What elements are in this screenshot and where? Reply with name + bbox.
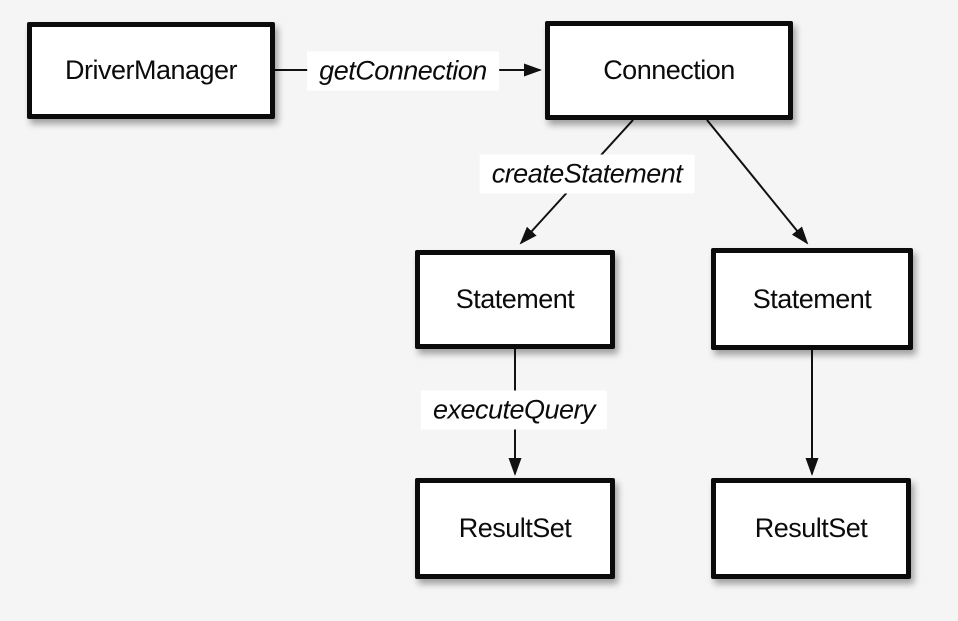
edge-label-getconnection: getConnection: [307, 51, 499, 91]
node-statement-right: Statement: [711, 248, 913, 350]
node-statement-left-label: Statement: [455, 284, 575, 314]
node-statement-left: Statement: [415, 250, 615, 349]
node-drivermanager: DriverManager: [27, 22, 275, 119]
node-connection: Connection: [545, 21, 793, 120]
node-connection-label: Connection: [603, 55, 735, 85]
node-drivermanager-label: DriverManager: [64, 55, 238, 85]
node-resultset-left: ResultSet: [415, 478, 615, 579]
node-resultset-right-label: ResultSet: [754, 513, 868, 543]
edge-label-createstatement: createStatement: [479, 154, 695, 194]
edge-connection-to-right-statement-line: [706, 119, 809, 245]
node-statement-right-label: Statement: [752, 283, 872, 314]
edge-label-executequery: executeQuery: [420, 390, 608, 430]
node-resultset-right: ResultSet: [711, 478, 911, 579]
node-resultset-left-label: ResultSet: [458, 513, 572, 543]
